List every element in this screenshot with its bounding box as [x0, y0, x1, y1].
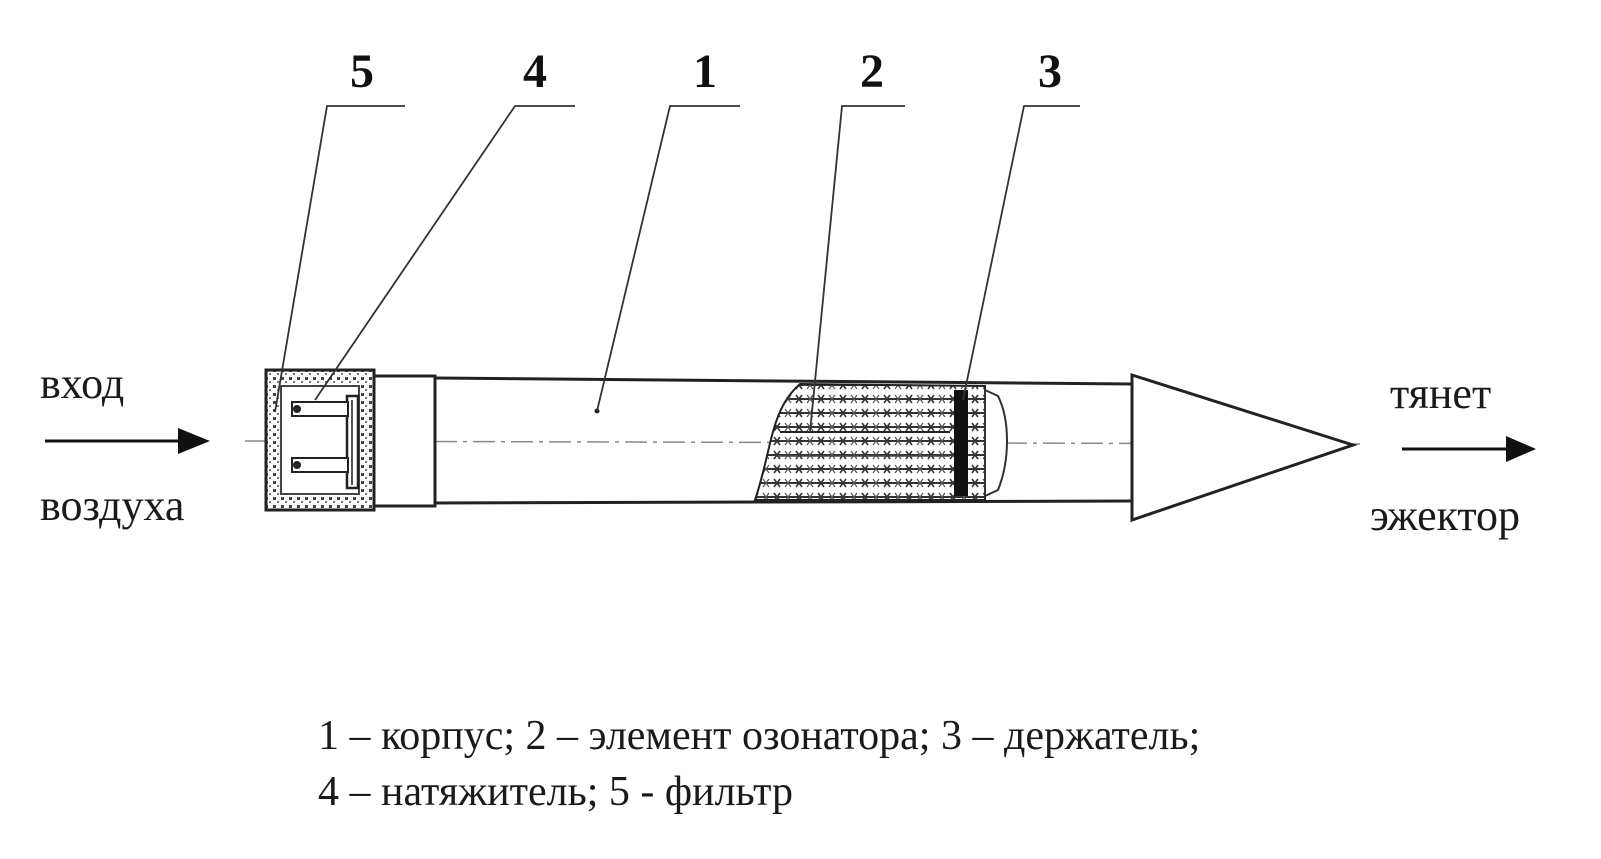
callout-3: 3 [1038, 45, 1062, 98]
callout-5: 5 [350, 45, 374, 98]
outlet-arrow [1402, 436, 1536, 462]
end-cap [370, 374, 437, 508]
leader-line-3 [962, 105, 1080, 401]
callout-2: 2 [860, 45, 884, 98]
leader-line-2 [809, 105, 905, 433]
ejector-cone [1130, 372, 1358, 523]
tensioner [291, 394, 360, 490]
outlet-label-line1: тянет [1390, 369, 1491, 418]
leader-line-4 [314, 105, 575, 401]
callout-4: 4 [523, 45, 547, 98]
legend-line-2: 4 – натяжитель; 5 - фильтр [318, 769, 793, 815]
inlet-arrow [45, 428, 210, 454]
inlet-label-line2: воздуха [40, 481, 184, 530]
legend-caption: 1 – корпус; 2 – элемент озонатора; 3 – д… [318, 708, 1200, 820]
outlet-label-line2: эжектор [1370, 491, 1520, 540]
leader-line-5 [274, 105, 405, 413]
callout-1: 1 [693, 45, 717, 98]
ozonator-element [753, 382, 1008, 501]
leader-line-1 [596, 105, 740, 412]
leader-lines [274, 105, 1080, 433]
legend-line-1: 1 – корпус; 2 – элемент озонатора; 3 – д… [318, 713, 1201, 759]
inlet-label-line1: вход [40, 359, 124, 408]
holder [954, 390, 968, 496]
